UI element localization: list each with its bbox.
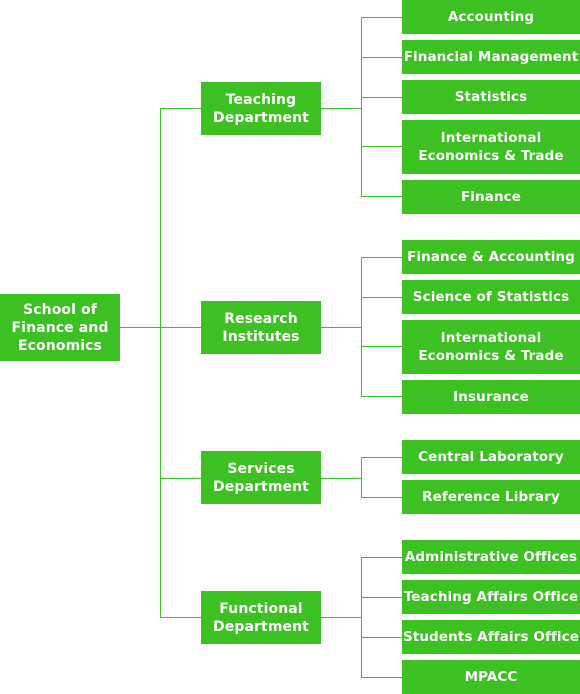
branch-node-teaching-department: Teaching Department bbox=[201, 82, 321, 135]
branch-node-services-department: Services Department bbox=[201, 451, 321, 504]
leaf-node-international-economics-trade: International Economics & Trade bbox=[402, 120, 580, 174]
leaf-node-financial-management: Financial Management bbox=[402, 40, 580, 74]
branch-node-functional-department: Functional Department bbox=[201, 591, 321, 644]
branch-node-research-institutes: Research Institutes bbox=[201, 301, 321, 354]
leaf-node-accounting: Accounting bbox=[402, 0, 580, 34]
root-node-school: School of Finance and Economics bbox=[0, 294, 120, 361]
leaf-node-insurance: Insurance bbox=[402, 380, 580, 414]
leaf-node-statistics: Statistics bbox=[402, 80, 580, 114]
leaf-node-finance-accounting: Finance & Accounting bbox=[402, 240, 580, 274]
leaf-node-international-economics-trade-research: International Economics & Trade bbox=[402, 320, 580, 374]
leaf-node-administrative-offices: Administrative Offices bbox=[402, 540, 580, 574]
leaf-node-reference-library: Reference Library bbox=[402, 480, 580, 514]
leaf-node-science-of-statistics: Science of Statistics bbox=[402, 280, 580, 314]
leaf-node-mpacc: MPACC bbox=[402, 660, 580, 694]
leaf-node-teaching-affairs-office: Teaching Affairs Office bbox=[402, 580, 580, 614]
leaf-node-finance: Finance bbox=[402, 180, 580, 214]
leaf-node-central-laboratory: Central Laboratory bbox=[402, 440, 580, 474]
leaf-node-students-affairs-office: Students Affairs Office bbox=[402, 620, 580, 654]
